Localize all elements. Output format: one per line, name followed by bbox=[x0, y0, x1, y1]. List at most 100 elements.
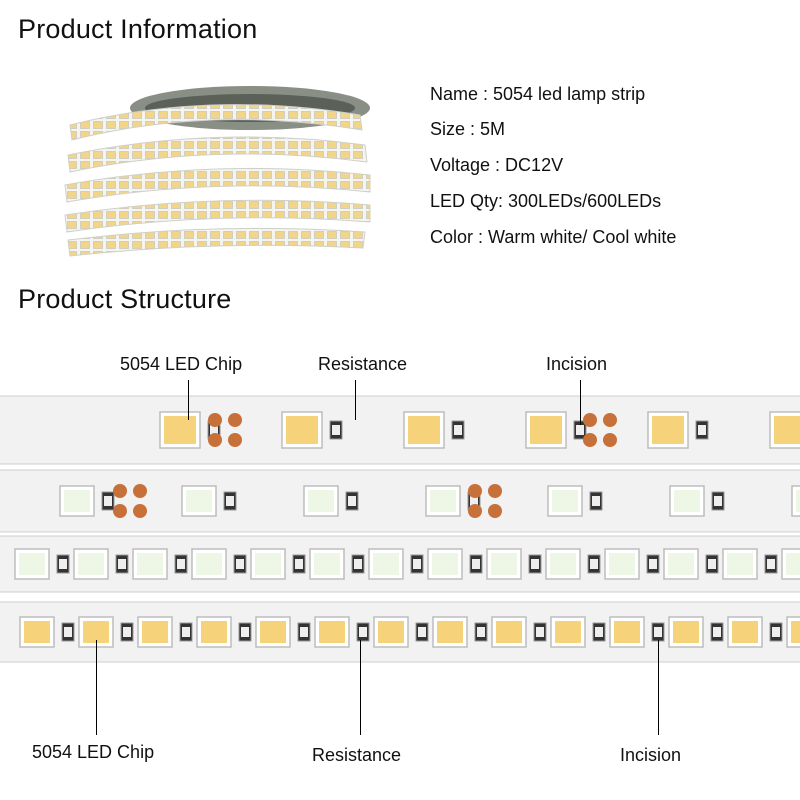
pointer-top-chip bbox=[188, 380, 189, 420]
led-chip-phosphor bbox=[496, 621, 522, 643]
resistor-label bbox=[236, 559, 244, 569]
led-chip-phosphor bbox=[378, 621, 404, 643]
resistor-label bbox=[226, 496, 234, 506]
resistor-label bbox=[472, 559, 480, 569]
label-top-resistance: Resistance bbox=[318, 354, 408, 374]
led-chip-phosphor bbox=[83, 621, 109, 643]
resistor-label bbox=[595, 627, 603, 637]
led-chip-phosphor bbox=[732, 621, 758, 643]
copper-pad bbox=[113, 504, 127, 518]
led-chip-phosphor bbox=[552, 490, 578, 512]
led-chip-phosphor bbox=[260, 621, 286, 643]
led-chip-phosphor bbox=[550, 553, 576, 575]
led-chip-phosphor bbox=[319, 621, 345, 643]
resistor-label bbox=[418, 627, 426, 637]
spec-voltage: Voltage : DC12V bbox=[430, 155, 564, 175]
led-chip-phosphor bbox=[137, 553, 163, 575]
resistor-label bbox=[118, 559, 126, 569]
led-chip-phosphor bbox=[437, 621, 463, 643]
led-chip-phosphor bbox=[652, 416, 684, 444]
resistor-label bbox=[767, 559, 775, 569]
resistor-label bbox=[470, 496, 478, 506]
resistor-label bbox=[354, 559, 362, 569]
spec-color: Color : Warm white/ Cool white bbox=[430, 227, 677, 247]
led-chip-phosphor bbox=[201, 621, 227, 643]
label-bottom-resistance: Resistance bbox=[312, 745, 402, 765]
pointer-bottom-incision bbox=[658, 640, 659, 735]
led-strip-reel-photo bbox=[64, 86, 371, 257]
resistor-label bbox=[531, 559, 539, 569]
led-chip-phosphor bbox=[308, 490, 334, 512]
spec-size: Size : 5M bbox=[430, 119, 506, 139]
led-chip-phosphor bbox=[774, 416, 800, 444]
led-strip-closeup-photo bbox=[0, 395, 800, 663]
resistor-label bbox=[182, 627, 190, 637]
product-structure-title: Product Structure bbox=[18, 284, 232, 314]
led-chip-phosphor bbox=[668, 553, 694, 575]
copper-pad bbox=[208, 433, 222, 447]
led-chip-phosphor bbox=[674, 490, 700, 512]
copper-pad bbox=[133, 504, 147, 518]
label-top-led-chip: 5054 LED Chip bbox=[120, 354, 243, 374]
resistor-label bbox=[649, 559, 657, 569]
resistor-label bbox=[590, 559, 598, 569]
led-chip-phosphor bbox=[142, 621, 168, 643]
led-chip-phosphor bbox=[555, 621, 581, 643]
label-top-incision: Incision bbox=[546, 354, 608, 374]
pointer-top-incision bbox=[580, 380, 581, 425]
led-chip-phosphor bbox=[64, 490, 90, 512]
resistor-label bbox=[59, 559, 67, 569]
strip-pcb bbox=[0, 469, 800, 533]
led-chip-phosphor bbox=[614, 621, 640, 643]
led-chip-phosphor bbox=[727, 553, 753, 575]
label-bottom-led-chip: 5054 LED Chip bbox=[32, 742, 155, 762]
pointer-bottom-resistance bbox=[360, 640, 361, 735]
copper-pad bbox=[488, 484, 502, 498]
led-chip-phosphor bbox=[186, 490, 212, 512]
led-chip-phosphor bbox=[491, 553, 517, 575]
copper-pad bbox=[133, 484, 147, 498]
resistor-label bbox=[713, 627, 721, 637]
copper-pad bbox=[113, 484, 127, 498]
resistor-label bbox=[576, 425, 584, 435]
resistor-label bbox=[348, 496, 356, 506]
resistor-label bbox=[210, 425, 218, 435]
led-chip-phosphor bbox=[791, 621, 800, 643]
resistor-label bbox=[241, 627, 249, 637]
pointer-bottom-chip bbox=[96, 640, 97, 735]
resistor-label bbox=[295, 559, 303, 569]
led-chip-phosphor bbox=[255, 553, 281, 575]
led-chip-phosphor bbox=[796, 490, 800, 512]
resistor-label bbox=[477, 627, 485, 637]
copper-pad bbox=[468, 484, 482, 498]
resistor-label bbox=[64, 627, 72, 637]
resistor-label bbox=[454, 425, 462, 435]
label-bottom-incision: Incision bbox=[620, 745, 682, 765]
led-chip-phosphor bbox=[673, 621, 699, 643]
copper-pad bbox=[208, 413, 222, 427]
led-chip-phosphor bbox=[314, 553, 340, 575]
resistor-label bbox=[359, 627, 367, 637]
resistor-label bbox=[413, 559, 421, 569]
led-chip-phosphor bbox=[530, 416, 562, 444]
led-chip-phosphor bbox=[164, 416, 196, 444]
resistor-label bbox=[592, 496, 600, 506]
product-information-title: Product Information bbox=[18, 14, 258, 44]
copper-pad bbox=[603, 433, 617, 447]
led-chip-phosphor bbox=[432, 553, 458, 575]
resistor-label bbox=[104, 496, 112, 506]
spec-led-qty: LED Qty: 300LEDs/600LEDs bbox=[430, 191, 662, 211]
spec-name: Name : 5054 led lamp strip bbox=[430, 84, 646, 104]
resistor-label bbox=[332, 425, 340, 435]
led-chip-phosphor bbox=[408, 416, 440, 444]
resistor-label bbox=[654, 627, 662, 637]
resistor-label bbox=[177, 559, 185, 569]
copper-pad bbox=[488, 504, 502, 518]
led-chip-phosphor bbox=[373, 553, 399, 575]
resistor-label bbox=[714, 496, 722, 506]
led-chip-phosphor bbox=[19, 553, 45, 575]
led-chip-phosphor bbox=[24, 621, 50, 643]
led-chip-phosphor bbox=[196, 553, 222, 575]
copper-pad bbox=[228, 413, 242, 427]
copper-pad bbox=[583, 413, 597, 427]
